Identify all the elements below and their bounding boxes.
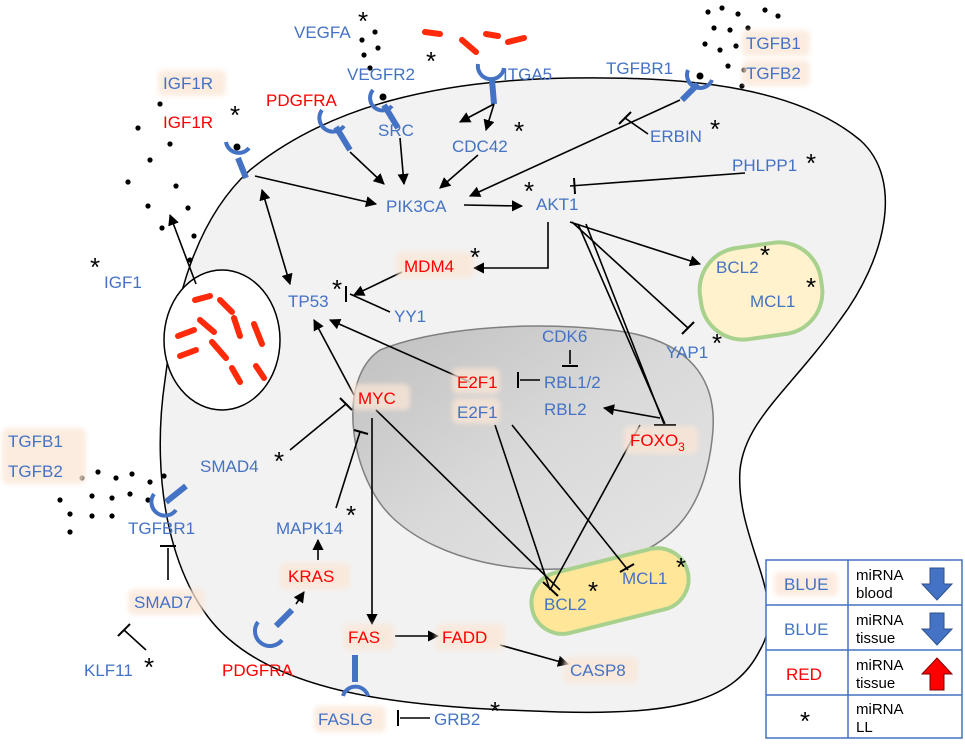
star-mdm4: * <box>470 242 480 272</box>
node-itga5: ITGA5 <box>503 65 552 84</box>
node-tgfb1-left: TGFB1 <box>8 432 63 451</box>
node-yap1: YAP1 <box>666 343 708 362</box>
node-kras: KRAS <box>288 567 334 586</box>
node-tgfb2-top: TGFB2 <box>746 64 801 83</box>
node-mdm4: MDM4 <box>404 257 454 276</box>
legend-key-red-tissue: RED <box>786 665 822 684</box>
mitochondrion-top <box>697 240 825 342</box>
star-phlpp1: * <box>806 148 816 178</box>
node-e2f1-blue: E2F1 <box>457 403 498 422</box>
node-igf1: IGF1 <box>104 273 142 292</box>
ligand-dots <box>57 5 781 535</box>
legend-label-ll-1: miRNA <box>856 701 904 718</box>
node-cdk6: CDK6 <box>542 327 587 346</box>
star-smad4: * <box>274 446 284 476</box>
node-phlpp1: PHLPP1 <box>732 156 797 175</box>
star-mapk14: * <box>346 500 356 530</box>
node-tgfbr1-top: TGFBR1 <box>606 59 673 78</box>
node-tp53: TP53 <box>288 292 329 311</box>
star-vegfr2: * <box>426 46 436 76</box>
star-igf1: * <box>90 252 100 282</box>
node-igf1r-blue: IGF1R <box>163 74 213 93</box>
node-cdc42: CDC42 <box>452 137 508 156</box>
legend-key-blue-tissue: BLUE <box>784 620 828 639</box>
node-pdgfra-bottom: PDGFRA <box>222 661 294 680</box>
node-klf11: KLF11 <box>84 661 133 680</box>
star-bcl2-bottom: * <box>588 576 598 606</box>
node-smad4: SMAD4 <box>200 457 259 476</box>
receptor-tgfbr1-left <box>149 483 188 518</box>
node-casp8: CASP8 <box>570 661 626 680</box>
star-cdc42: * <box>514 116 524 146</box>
node-e2f1-red: E2F1 <box>457 373 498 392</box>
star-erbin: * <box>710 114 720 144</box>
legend: BLUE miRNA blood BLUE miRNA tissue RED m… <box>765 559 963 739</box>
star-bcl2-top: * <box>760 240 770 270</box>
node-pdgfra-top: PDGFRA <box>266 91 338 110</box>
legend-key-blue-blood: BLUE <box>784 575 828 594</box>
legend-label-blue-blood-2: blood <box>856 585 893 602</box>
node-pik3ca: PIK3CA <box>386 197 447 216</box>
node-fas: FAS <box>348 628 380 647</box>
node-fadd: FADD <box>442 628 487 647</box>
node-vegfa: VEGFA <box>294 23 351 42</box>
legend-label-blue-blood-1: miRNA <box>856 567 904 584</box>
node-yy1: YY1 <box>394 307 426 326</box>
star-mcl1-top: * <box>806 272 816 302</box>
receptor-igf1r <box>224 141 251 180</box>
node-src: SRC <box>378 121 414 140</box>
star-klf11: * <box>144 652 154 682</box>
node-mapk14: MAPK14 <box>276 519 343 538</box>
node-bcl2-top: BCL2 <box>716 258 759 277</box>
arrow-down-icon <box>920 612 954 646</box>
star-tp53: * <box>332 274 342 304</box>
vesicle <box>163 269 281 411</box>
legend-label-red-tissue-1: miRNA <box>856 657 904 674</box>
star-grb2: * <box>490 696 500 726</box>
node-tgfb1-top: TGFB1 <box>746 34 801 53</box>
node-erbin: ERBIN <box>650 127 702 146</box>
star-yap1: * <box>712 328 722 358</box>
receptor-tgfbr1-top <box>679 69 714 103</box>
legend-label-ll-2: LL <box>856 719 873 736</box>
star-vegfa: * <box>358 6 368 36</box>
arrow-up-icon <box>920 657 954 691</box>
node-faslg: FASLG <box>318 710 373 729</box>
itga5-ligand-fragments <box>422 29 527 55</box>
node-tgfb2-left: TGFB2 <box>8 462 63 481</box>
receptor-itga5 <box>475 63 506 105</box>
receptor-vegfr2 <box>368 88 401 130</box>
arrow-down-icon <box>920 567 954 601</box>
node-vegfr2: VEGFR2 <box>347 65 415 84</box>
legend-label-blue-tissue-1: miRNA <box>856 612 904 629</box>
node-tgfbr1-left: TGFBR1 <box>128 519 195 538</box>
legend-label-red-tissue-2: tissue <box>856 675 895 692</box>
node-mcl1-bottom: MCL1 <box>622 569 667 588</box>
nucleus <box>352 325 714 570</box>
node-myc: MYC <box>358 389 396 408</box>
mitochondrion-bottom <box>529 546 691 636</box>
node-grb2: GRB2 <box>434 710 480 729</box>
legend-label-blue-tissue-2: tissue <box>856 630 895 647</box>
node-bcl2-bottom: BCL2 <box>544 595 587 614</box>
node-akt1: AKT1 <box>536 195 579 214</box>
node-mcl1-top: MCL1 <box>750 292 795 311</box>
node-igf1r-red: IGF1R <box>163 113 213 132</box>
legend-key-star: * <box>800 706 810 736</box>
star-akt1: * <box>524 176 534 206</box>
star-mcl1-bottom: * <box>676 552 686 582</box>
node-smad7: SMAD7 <box>134 593 193 612</box>
node-foxo3: FOXO3 <box>630 431 685 454</box>
node-rbl12: RBL1/2 <box>544 373 601 392</box>
interaction-edges <box>117 99 746 726</box>
receptor-fas <box>341 655 370 697</box>
star-igf1r: * <box>230 100 240 130</box>
receptor-pdgfra-bottom <box>253 607 295 648</box>
node-rbl2: RBL2 <box>544 400 587 419</box>
label-highlights <box>2 30 810 732</box>
vesicle-fragments <box>175 293 267 385</box>
receptor-pdgfra-top <box>317 108 353 152</box>
